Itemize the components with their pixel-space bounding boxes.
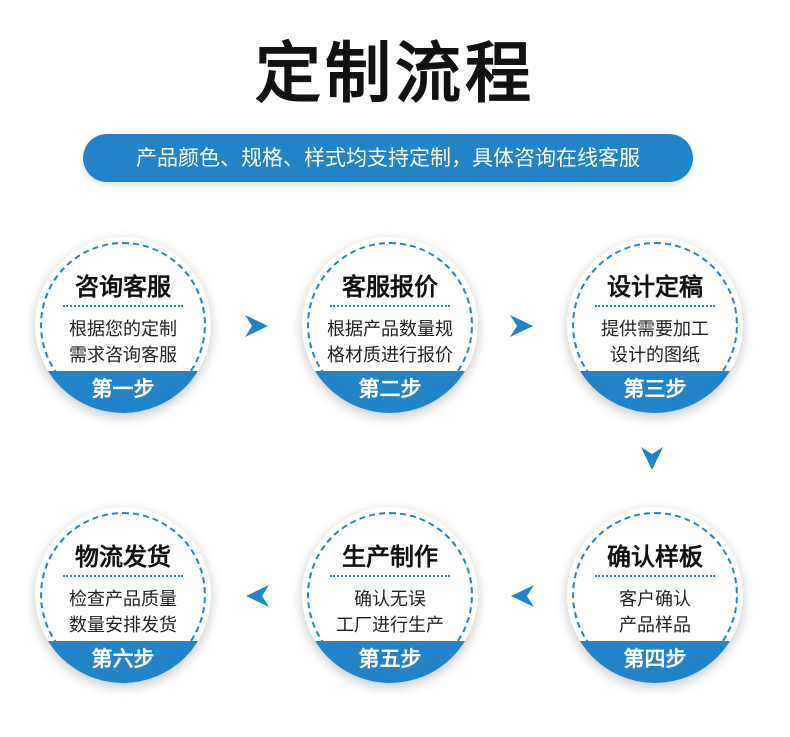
step-description-line: 工厂进行生产 [336,615,444,636]
arrow-right-icon [510,315,533,337]
step-description: 根据产品数量规 格材质进行报价 [302,317,478,369]
step-title: 设计定稿 [607,273,703,301]
step-description: 提供需要加工 设计的图纸 [567,317,743,369]
step-title: 确认样板 [607,543,703,571]
step-card-6: 物流发货 检查产品质量 数量安排发货 第六步 [35,507,211,683]
step-description-line: 需求咨询客服 [69,345,177,366]
dotted-divider [595,575,715,577]
step-description-line: 检查产品质量 [69,589,177,610]
step-description-line: 数量安排发货 [69,615,177,636]
step-description: 根据您的定制 需求咨询客服 [35,317,211,369]
subtitle-banner: 产品颜色、规格、样式均支持定制，具体咨询在线客服 [83,134,693,182]
step-card-3: 设计定稿 提供需要加工 设计的图纸 第三步 [567,237,743,413]
step-label: 第三步 [567,371,743,413]
step-description-line: 产品样品 [619,615,691,636]
step-label: 第五步 [302,641,478,683]
step-title: 客服报价 [342,273,438,301]
step-label: 第一步 [35,371,211,413]
step-title: 咨询客服 [75,273,171,301]
dotted-divider [595,305,715,307]
page-title: 定制流程 [255,35,535,112]
step-description-line: 客户确认 [619,589,691,610]
step-card-5: 生产制作 确认无误 工厂进行生产 第五步 [302,507,478,683]
step-label: 第六步 [35,641,211,683]
step-description-line: 确认无误 [354,589,426,610]
step-description: 确认无误 工厂进行生产 [302,587,478,639]
step-description-line: 根据产品数量规 [327,319,453,340]
dotted-divider [330,575,450,577]
step-label: 第四步 [567,641,743,683]
step-label: 第二步 [302,371,478,413]
dotted-divider [63,305,183,307]
step-description: 检查产品质量 数量安排发货 [35,587,211,639]
step-description-line: 格材质进行报价 [327,345,453,366]
step-card-1: 咨询客服 根据您的定制 需求咨询客服 第一步 [35,237,211,413]
arrow-down-icon [641,447,663,470]
step-description: 客户确认 产品样品 [567,587,743,639]
dotted-divider [63,575,183,577]
step-card-4: 确认样板 客户确认 产品样品 第四步 [567,507,743,683]
step-description-line: 提供需要加工 [601,319,709,340]
arrow-right-icon [245,315,268,337]
arrow-left-icon [246,585,269,607]
step-title: 物流发货 [75,543,171,571]
arrow-left-icon [511,585,534,607]
dotted-divider [330,305,450,307]
step-description-line: 根据您的定制 [69,319,177,340]
step-description-line: 设计的图纸 [610,345,700,366]
step-card-2: 客服报价 根据产品数量规 格材质进行报价 第二步 [302,237,478,413]
step-title: 生产制作 [342,543,438,571]
